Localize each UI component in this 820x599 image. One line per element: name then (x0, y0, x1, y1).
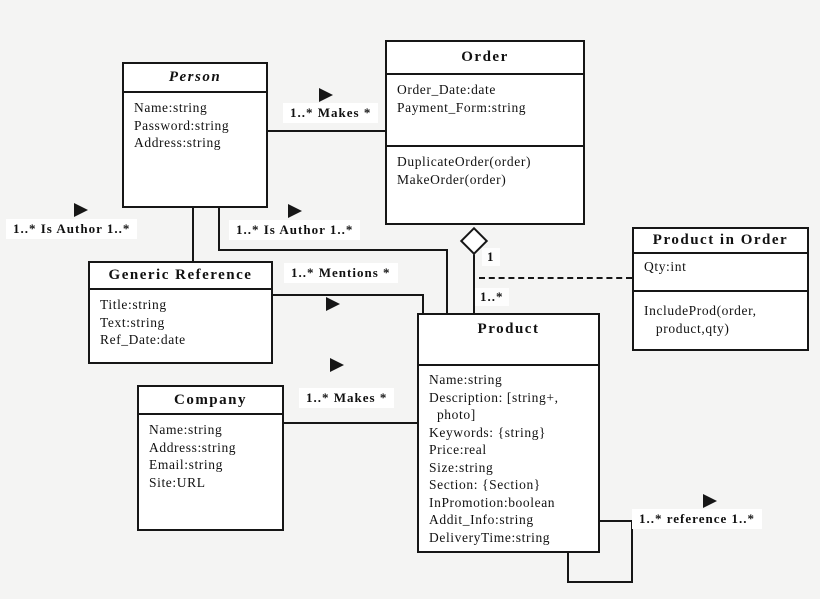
label-makes-person-order: 1..* Makes * (283, 103, 379, 123)
class-product-in-order-methods: IncludeProd(order, product,qty) (634, 292, 807, 337)
association-person-product-v1 (218, 208, 220, 251)
class-company-title: Company (139, 387, 282, 415)
attribute: Size:string (429, 459, 494, 475)
association-person-genericreference (192, 208, 194, 263)
attribute: Description: [string+, (429, 389, 559, 405)
label-is-author-left: 1..* Is Author 1..* (6, 219, 138, 239)
attribute: Address:string (149, 439, 237, 455)
class-company: Company Name:string Address:string Email… (137, 385, 284, 531)
aggregation-order-product-stem (473, 253, 475, 315)
attribute: Order_Date:date (397, 82, 496, 97)
class-generic-reference: Generic Reference Title:string Text:stri… (88, 261, 273, 364)
class-person: Person Name:string Password:string Addre… (122, 62, 268, 208)
association-person-product-v2 (446, 249, 448, 315)
class-order: Order Order_Date:date Payment_Form:strin… (385, 40, 585, 225)
attribute: Name:string (429, 372, 503, 387)
association-person-product-h (218, 249, 448, 251)
attribute: Price:real (429, 442, 487, 457)
class-person-title: Person (124, 64, 266, 93)
multiplicity-aggregation-many: 1..* (475, 288, 509, 306)
association-class-dashed-link (479, 277, 632, 279)
multiplicity-aggregation-one: 1 (482, 248, 500, 266)
method: IncludeProd(order, (644, 303, 757, 318)
class-company-attributes: Name:string Address:string Email:string … (139, 415, 282, 491)
class-order-attributes: Order_Date:date Payment_Form:string (387, 75, 583, 147)
direction-arrow-icon (703, 494, 717, 508)
attribute: Name:string (134, 100, 208, 115)
class-order-methods: DuplicateOrder(order) MakeOrder(order) (387, 147, 583, 188)
class-product-in-order-title: Product in Order (634, 229, 807, 254)
attribute: Text:string (100, 314, 165, 330)
attribute: Address:string (134, 135, 222, 150)
label-reference-self: 1..* reference 1..* (632, 509, 762, 529)
class-product-in-order-attributes: Qty:int (634, 254, 807, 292)
class-person-attributes: Name:string Password:string Address:stri… (124, 93, 266, 152)
attribute: photo] (429, 407, 476, 422)
attribute: Payment_Form:string (397, 99, 527, 115)
attribute: Section: {Section} (429, 477, 541, 492)
class-product: Product Name:string Description: [string… (417, 313, 600, 553)
label-mentions: 1..* Mentions * (284, 263, 398, 283)
direction-arrow-icon (288, 204, 302, 218)
association-person-order (268, 130, 385, 132)
self-reference-loop-v2 (567, 551, 569, 583)
class-order-title: Order (387, 42, 583, 75)
association-genericreference-product-h (271, 294, 424, 296)
self-reference-loop-h1 (598, 520, 633, 522)
attribute: Name:string (149, 422, 223, 437)
attribute: Qty:int (644, 259, 687, 274)
direction-arrow-icon (330, 358, 344, 372)
attribute: Password:string (134, 117, 230, 133)
attribute: DeliveryTime:string (429, 529, 551, 545)
association-company-product (282, 422, 419, 424)
attribute: Title:string (100, 297, 167, 312)
direction-arrow-icon (326, 297, 340, 311)
method: product,qty) (644, 320, 730, 336)
label-is-author-mid: 1..* Is Author 1..* (229, 220, 361, 240)
attribute: Addit_Info:string (429, 512, 534, 527)
method: DuplicateOrder(order) (397, 154, 532, 169)
class-product-attributes: Name:string Description: [string+, photo… (419, 366, 598, 546)
attribute: Keywords: {string} (429, 424, 547, 440)
label-makes-company-product: 1..* Makes * (299, 388, 395, 408)
self-reference-loop-h2 (567, 581, 633, 583)
class-generic-reference-title: Generic Reference (90, 263, 271, 290)
class-product-title: Product (419, 315, 598, 366)
attribute: Email:string (149, 457, 223, 472)
attribute: Site:URL (149, 474, 206, 490)
association-genericreference-product-v (422, 294, 424, 315)
class-product-in-order: Product in Order Qty:int IncludeProd(ord… (632, 227, 809, 351)
class-generic-reference-attributes: Title:string Text:string Ref_Date:date (90, 290, 271, 349)
method: MakeOrder(order) (397, 171, 507, 187)
attribute: InPromotion:boolean (429, 494, 556, 510)
attribute: Ref_Date:date (100, 332, 186, 347)
self-reference-loop-v1 (631, 520, 633, 583)
direction-arrow-icon (74, 203, 88, 217)
direction-arrow-icon (319, 88, 333, 102)
